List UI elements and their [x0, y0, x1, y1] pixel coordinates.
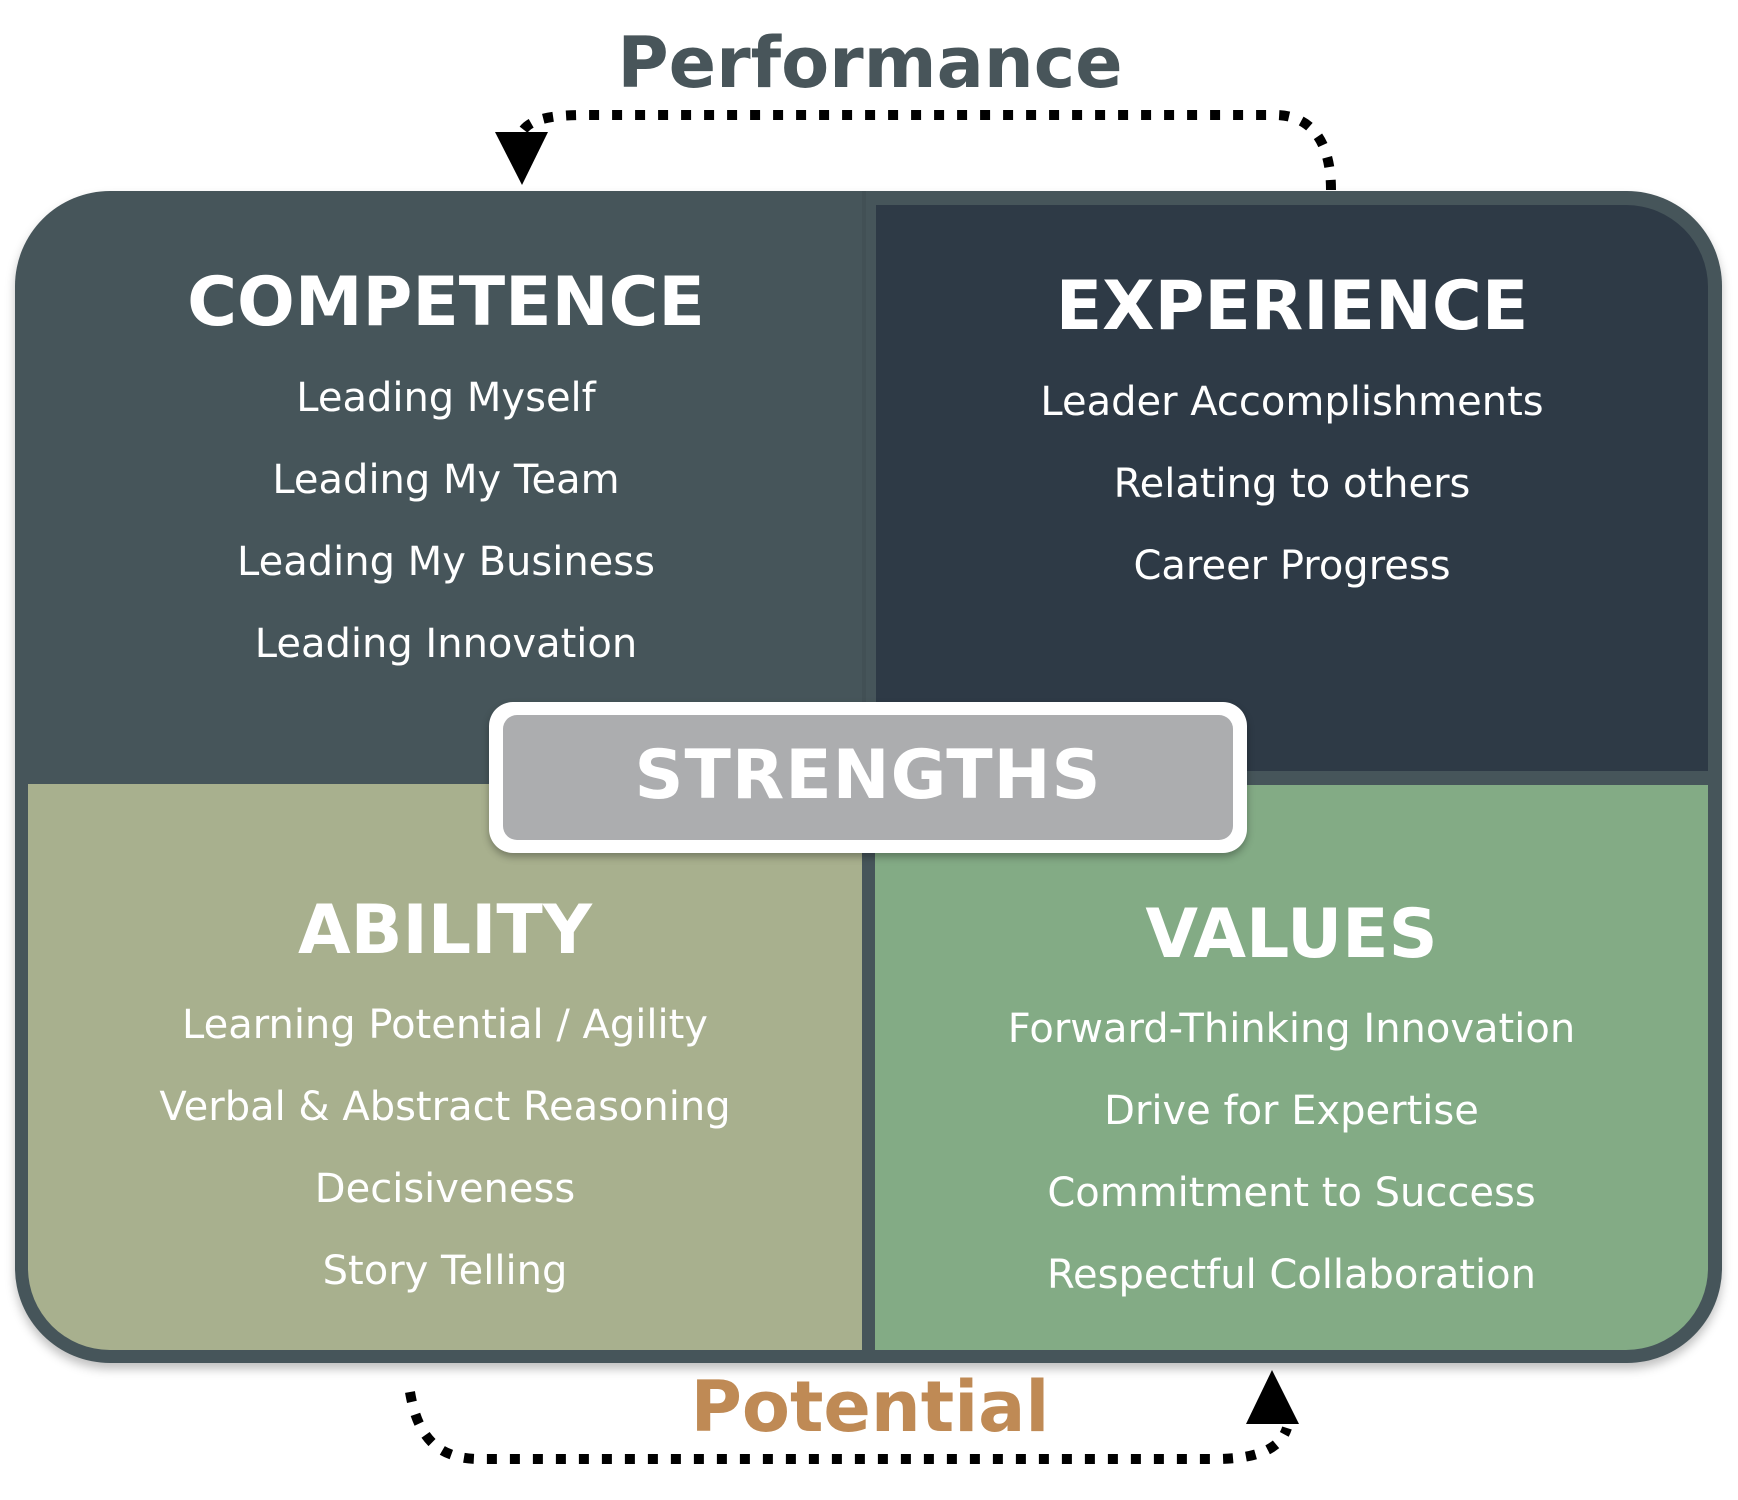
- quadrant-title: ABILITY: [297, 891, 592, 970]
- list-item: Story Telling: [322, 1248, 568, 1294]
- list-item: Leading Innovation: [254, 621, 638, 667]
- quadrant-competence: COMPETENCE Leading Myself Leading My Tea…: [15, 191, 862, 784]
- divider: [862, 191, 866, 771]
- list-item: Career Progress: [1133, 543, 1451, 589]
- quadrant-title: EXPERIENCE: [1055, 267, 1529, 346]
- list-item: Verbal & Abstract Reasoning: [159, 1084, 731, 1130]
- list-item: Leading My Business: [237, 539, 655, 585]
- list-item: Leading Myself: [296, 375, 596, 421]
- strengths-badge: STRENGTHS: [489, 702, 1247, 853]
- strengths-label: STRENGTHS: [634, 735, 1102, 815]
- list-item: Forward-Thinking Innovation: [1007, 1006, 1576, 1052]
- quadrant-items: Learning Potential / Agility Verbal & Ab…: [28, 984, 862, 1312]
- performance-arrowhead-icon: [495, 132, 548, 185]
- potential-arrow-path: [405, 1391, 1292, 1464]
- quadrant-title: VALUES: [1145, 895, 1438, 974]
- list-item: Drive for Expertise: [1104, 1088, 1479, 1134]
- performance-arrow-path: [517, 110, 1336, 191]
- list-item: Relating to others: [1113, 461, 1471, 507]
- list-item: Decisiveness: [314, 1166, 576, 1212]
- quadrant-values: VALUES Forward-Thinking Innovation Drive…: [875, 785, 1708, 1350]
- quadrant-title: COMPETENCE: [187, 263, 705, 342]
- quadrant-items: Forward-Thinking Innovation Drive for Ex…: [875, 988, 1708, 1316]
- list-item: Leader Accomplishments: [1040, 379, 1544, 425]
- performance-label: Performance: [617, 22, 1123, 104]
- quadrant-ability: ABILITY Learning Potential / Agility Ver…: [28, 784, 862, 1350]
- list-item: Learning Potential / Agility: [182, 1002, 708, 1048]
- quadrant-items: Leader Accomplishments Relating to other…: [876, 361, 1708, 607]
- list-item: Commitment to Success: [1047, 1170, 1536, 1216]
- strengths-badge-fill: STRENGTHS: [503, 715, 1233, 840]
- quadrant-items: Leading Myself Leading My Team Leading M…: [15, 357, 877, 685]
- quadrant-experience: EXPERIENCE Leader Accomplishments Relati…: [876, 205, 1708, 771]
- list-item: Leading My Team: [272, 457, 620, 503]
- list-item: Respectful Collaboration: [1047, 1252, 1536, 1298]
- potential-arrowhead-icon: [1246, 1370, 1299, 1424]
- potential-label: Potential: [690, 1366, 1050, 1448]
